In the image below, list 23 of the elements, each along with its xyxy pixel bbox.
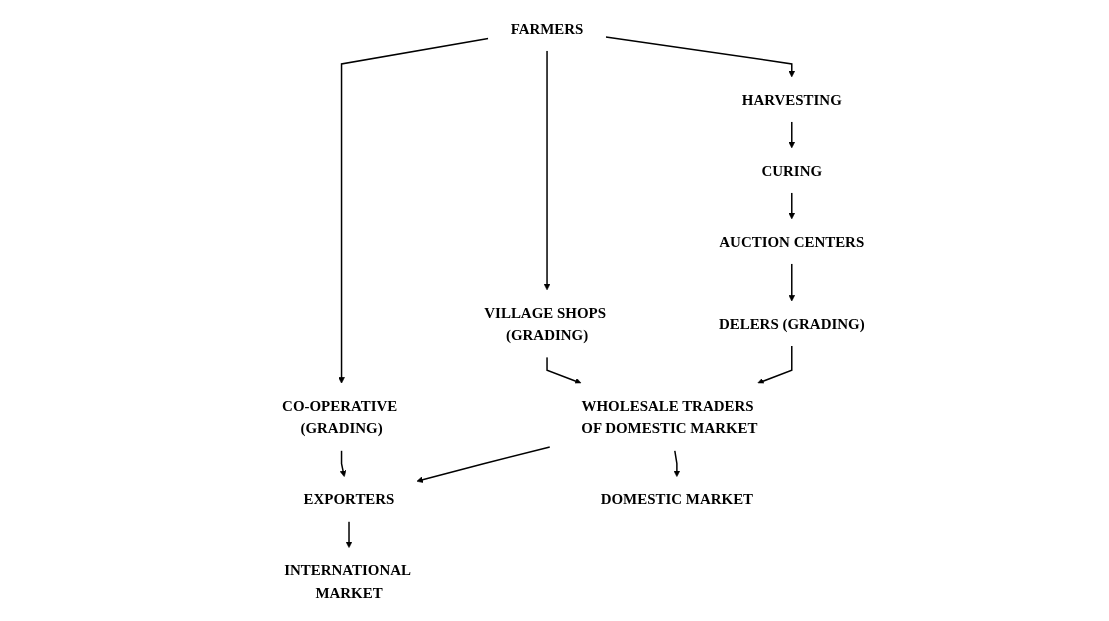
arrow xyxy=(605,36,796,78)
arrow xyxy=(788,121,796,149)
arrow xyxy=(673,449,681,478)
node-text: CO-OPERATIVE (GRADING) xyxy=(282,397,398,437)
arrow xyxy=(788,263,796,302)
arrow xyxy=(543,50,551,291)
node-text: WHOLESALE TRADERS OF DOMESTIC MARKET xyxy=(581,397,758,437)
arrow xyxy=(338,37,489,384)
node-text: CURING xyxy=(761,162,823,179)
arrow xyxy=(339,449,347,478)
node-text: FARMERS xyxy=(510,20,584,37)
node-text: HARVESTING xyxy=(741,91,842,108)
node-text: DOMESTIC MARKET xyxy=(600,490,754,508)
node-text: DELERS (GRADING) xyxy=(718,315,865,332)
node-text: AUCTION CENTERS xyxy=(719,233,865,250)
arrow xyxy=(788,192,796,220)
arrow xyxy=(546,356,582,385)
node-text: VILLAGE SHOPS (GRADING) xyxy=(484,304,606,344)
arrow xyxy=(345,520,353,549)
node-text: INTERNATIONAL MARKET xyxy=(284,561,411,601)
arrow xyxy=(757,345,793,385)
node-text: EXPORTERS xyxy=(303,490,395,508)
arrow xyxy=(416,446,551,483)
